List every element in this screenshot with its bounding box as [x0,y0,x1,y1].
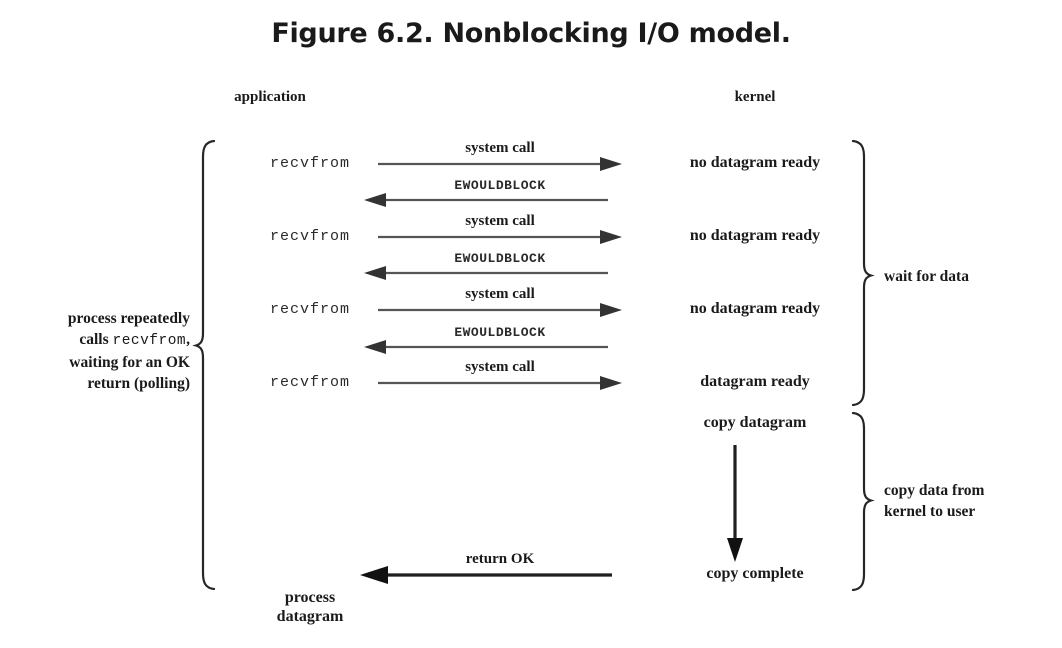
right-brace-label-wait-line-1: wait for data [884,268,969,285]
arrow-label-system-call-1: system call [465,140,535,156]
left-brace-label-line-2: calls recvfrom, [8,329,190,352]
arrow-label-system-call-3: system call [465,286,535,302]
left-brace-label-line-2-suffix: , [186,331,190,348]
left-brace-label-line-4: return (polling) [87,375,190,392]
app-call-recvfrom-1: recvfrom [269,155,350,172]
kernel-state-4: datagram ready [700,373,810,390]
left-brace-label-recvfrom-mono: recvfrom [112,333,187,349]
kernel-state-1: no datagram ready [689,154,821,171]
app-call-recvfrom-3: recvfrom [269,301,350,318]
right-brace-label-wait-for-data: wait for data [884,266,1059,287]
right-brace-label-copy-line-1: copy data from [884,482,985,499]
arrow-label-system-call-2: system call [465,213,535,229]
arrow-label-ewouldblock-1: EWOULDBLOCK [454,178,546,193]
left-brace-label-line-1: process repeatedly [67,310,190,327]
right-brace-wait-for-data [851,139,875,407]
arrow-system-call-2 [378,230,622,244]
left-brace-label: process repeatedly calls recvfrom, waiti… [8,308,190,394]
arrow-ewouldblock-1 [364,193,608,207]
process-datagram-line-2: datagram [276,608,344,625]
left-brace-label-line-3: waiting for an OK [69,354,190,371]
left-brace-label-line-2-prefix: calls [79,331,113,348]
arrow-system-call-4 [378,376,622,390]
kernel-state-3: no datagram ready [689,300,821,317]
arrow-return-ok [360,566,612,584]
arrow-label-return-ok: return OK [465,551,535,567]
arrow-system-call-1 [378,157,622,171]
process-datagram-block: process datagram [225,588,395,626]
kernel-state-2: no datagram ready [689,227,821,244]
arrow-copy-datagram-vertical [727,445,743,562]
figure-title: Figure 6.2. Nonblocking I/O model. [271,18,791,49]
arrow-label-ewouldblock-3: EWOULDBLOCK [454,325,546,340]
kernel-copy-datagram-label: copy datagram [703,414,807,431]
app-call-recvfrom-2: recvfrom [269,228,350,245]
kernel-copy-complete-label: copy complete [706,565,804,582]
right-brace-copy-data [851,411,875,592]
app-call-recvfrom-4: recvfrom [269,374,350,391]
arrow-ewouldblock-2 [364,266,608,280]
arrow-label-ewouldblock-2: EWOULDBLOCK [454,251,546,266]
left-brace [192,139,216,591]
column-heading-kernel: kernel [734,89,776,105]
arrow-ewouldblock-3 [364,340,608,354]
right-brace-label-copy-line-2: kernel to user [884,503,976,520]
process-datagram-line-1: process [284,589,336,606]
right-brace-label-copy-data: copy data from kernel to user [884,480,1059,522]
column-heading-application: application [234,89,306,105]
arrow-label-system-call-4: system call [465,359,535,375]
arrow-system-call-3 [378,303,622,317]
